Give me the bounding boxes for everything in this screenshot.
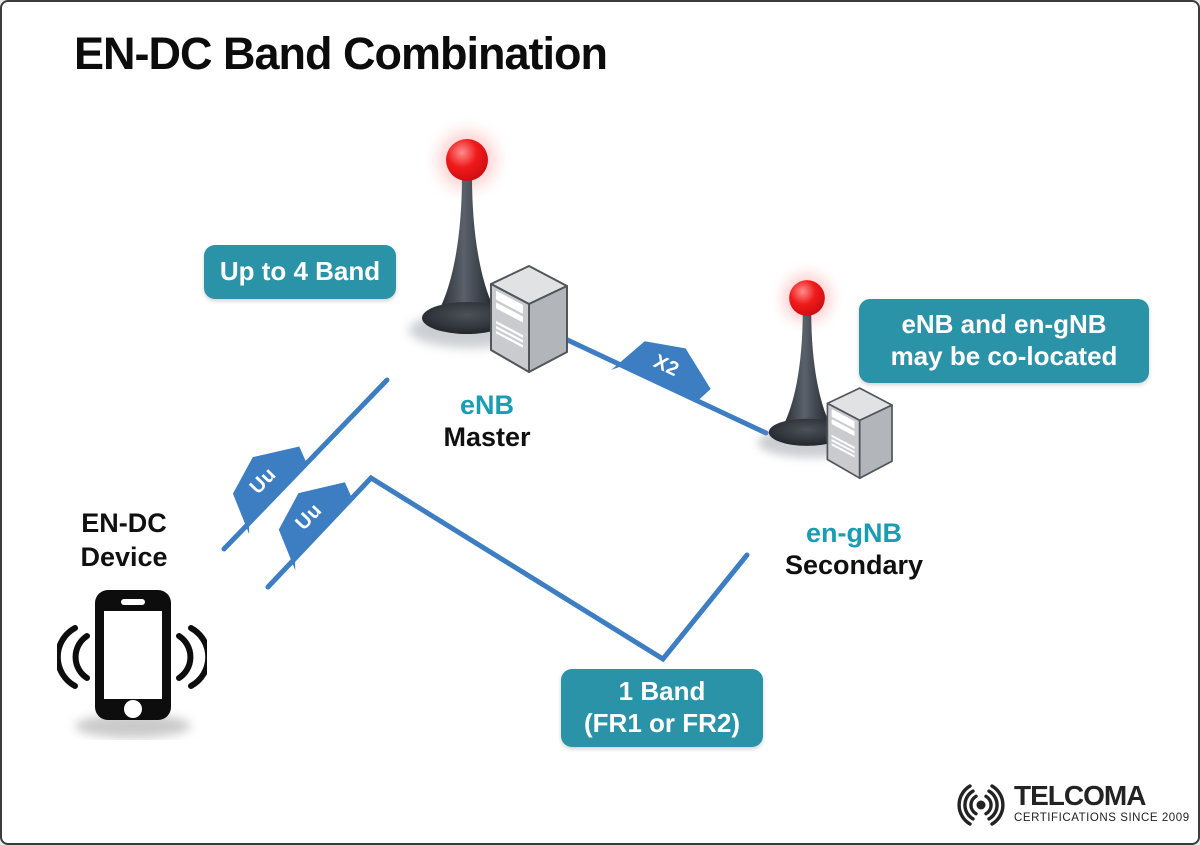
enb-name: eNB (459, 390, 514, 420)
one-band-callout: 1 Band (FR1 or FR2) (561, 669, 763, 747)
colocated-callout: eNB and en-gNB may be co-located (859, 299, 1149, 383)
band-limit-text: Up to 4 Band (219, 256, 381, 287)
smartphone-icon (54, 590, 212, 738)
x2-label-flag: X2 (611, 341, 711, 402)
one-band-text-line2: (FR1 or FR2) (584, 708, 740, 738)
page-title: EN-DC Band Combination (74, 28, 608, 79)
uu-upper-label-flag: Uu (232, 446, 307, 535)
one-band-text-line1: 1 Band (618, 676, 706, 707)
device-node (54, 590, 212, 740)
colocated-text-line1: eNB and en-gNB (901, 309, 1107, 340)
brand-logo: TELCOMA CERTIFICATIONS SINCE 2009 (950, 782, 1190, 828)
engnb-role: Secondary (784, 549, 924, 580)
device-label-line2: Device (80, 541, 168, 572)
device-label-line1: EN-DC (81, 508, 167, 538)
colocated-text-line2: may be co-located (890, 341, 1118, 371)
brand-name: TELCOMA (1014, 780, 1146, 811)
uu-link-upper (221, 377, 390, 552)
enb-role: Master (443, 421, 531, 452)
brand-tagline: CERTIFICATIONS SINCE 2009 (1014, 812, 1190, 824)
signal-waves-icon (957, 784, 1005, 826)
uu-lower-label-flag: Uu (278, 482, 353, 571)
enb-caption: eNB Master (407, 390, 567, 454)
engnb-name: en-gNB (806, 518, 902, 548)
enb-tower-icon (409, 114, 567, 372)
band-limit-callout: Up to 4 Band (204, 245, 396, 299)
device-caption: EN-DC Device (54, 507, 194, 575)
engnb-caption: en-gNB Secondary (774, 518, 934, 582)
